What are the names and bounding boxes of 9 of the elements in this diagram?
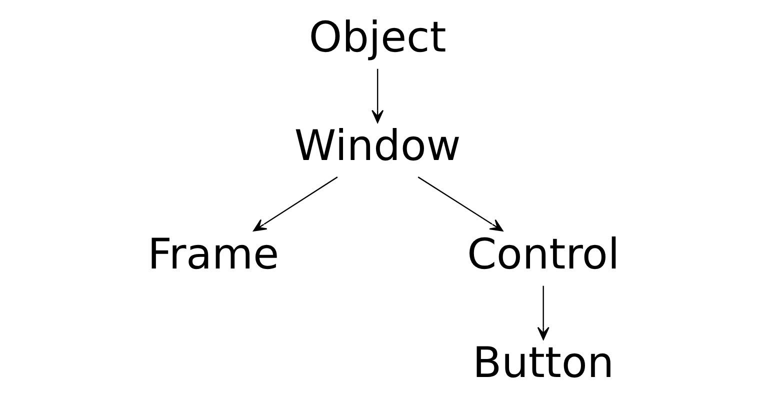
arrow (371, 68, 384, 124)
node-text: Control (466, 230, 620, 279)
arrow (417, 176, 503, 232)
node-text: Window (294, 121, 460, 170)
arrow (252, 176, 338, 232)
arrow (536, 286, 549, 340)
node-text: Button (472, 338, 614, 388)
node-text: Frame (147, 230, 279, 279)
node-text: Object (308, 12, 446, 62)
